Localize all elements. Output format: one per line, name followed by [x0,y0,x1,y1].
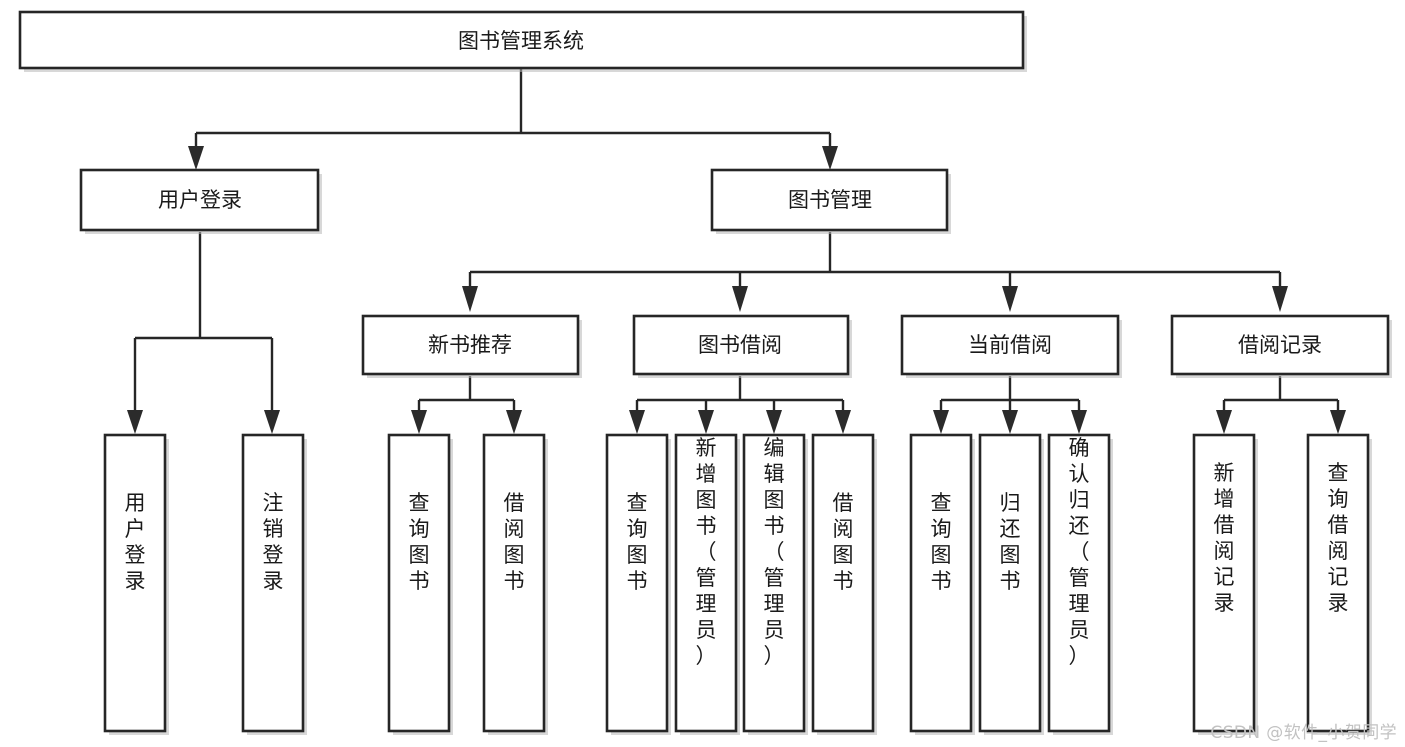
node-user-login-label: 用户登录 [158,188,242,212]
node-leaf-user-login-label: 用户登录 [125,491,146,593]
node-leaf-return-book-box [978,433,1042,733]
node-borrow-record-label: 借阅记录 [1238,333,1322,357]
node-leaf-add-record[interactable]: 新增借阅记录 [1192,433,1258,735]
arrow-head-leaf-edit-book [766,410,782,434]
node-leaf-return-book-label: 归还图书 [1000,491,1021,593]
node-user-login-box [79,168,320,232]
node-leaf-query-record-box [1306,433,1370,733]
node-leaf-borrow-book-2-box [811,433,875,733]
node-book-manage[interactable]: 图书管理 [710,168,951,234]
node-leaf-user-login[interactable]: 用户登录 [103,433,169,735]
node-book-borrow-label: 图书借阅 [698,333,782,357]
node-leaf-borrow-book-1[interactable]: 借阅图书 [482,433,548,735]
node-book-borrow-box [632,314,850,376]
arrow-head-leaf-query-book-1 [411,410,427,434]
node-new-book-rec[interactable]: 新书推荐 [361,314,582,378]
node-root-box [18,10,1025,70]
node-leaf-borrow-book-1-label: 借阅图书 [504,491,525,593]
node-leaf-add-book-label: 新增图书（管理员） [696,436,717,668]
node-user-login[interactable]: 用户登录 [79,168,322,234]
node-book-manage-label: 图书管理 [788,188,872,212]
node-book-manage-box [710,168,949,232]
node-leaf-edit-book-box [742,433,806,733]
node-leaf-query-book-3-label: 查询图书 [931,491,952,593]
node-leaf-logout-label: 注销登录 [263,491,284,593]
arrow-head-leaf-query-book-2 [629,410,645,434]
node-leaf-query-book-2-box [605,433,669,733]
node-leaf-query-book-2[interactable]: 查询图书 [605,433,671,735]
arrow-head-leaf-add-record [1216,410,1232,434]
node-leaf-query-book-1-label: 查询图书 [409,491,430,593]
arrow-head-book-borrow [732,286,748,312]
node-leaf-add-book[interactable]: 新增图书（管理员） [674,433,740,735]
node-leaf-query-book-3-box [909,433,973,733]
arrow-head-user-login [188,146,204,170]
arrow-head-current-borrow [1002,286,1018,312]
node-leaf-query-book-1-box [387,433,451,733]
connector-layer [127,68,1346,434]
node-leaf-add-record-label: 新增借阅记录 [1214,461,1235,615]
node-borrow-record-box [1170,314,1390,376]
node-leaf-logout[interactable]: 注销登录 [241,433,307,735]
node-leaf-confirm-return-box [1047,433,1111,733]
node-leaf-query-book-2-label: 查询图书 [627,491,648,593]
arrow-head-new-book-rec [462,286,478,312]
node-leaf-query-book-3[interactable]: 查询图书 [909,433,975,735]
node-leaf-user-login-box [103,433,167,733]
arrow-head-leaf-add-book [698,410,714,434]
arrow-head-leaf-query-record [1330,410,1346,434]
node-leaf-query-record[interactable]: 查询借阅记录 [1306,433,1372,735]
node-leaf-logout-box [241,433,305,733]
arrow-head-leaf-return-book [1002,410,1018,434]
arrow-head-leaf-confirm-return [1071,410,1087,434]
node-leaf-confirm-return-label: 确认归还（管理员） [1069,436,1090,668]
arrow-head-leaf-logout [264,410,280,434]
node-leaf-add-record-box [1192,433,1256,733]
node-book-borrow[interactable]: 图书借阅 [632,314,852,378]
node-new-book-rec-label: 新书推荐 [428,333,512,357]
node-leaf-borrow-book-2-label: 借阅图书 [833,491,854,593]
arrow-head-book-manage [822,146,838,170]
node-current-borrow-label: 当前借阅 [968,333,1052,357]
node-leaf-confirm-return[interactable]: 确认归还（管理员） [1047,433,1113,735]
node-leaf-return-book[interactable]: 归还图书 [978,433,1044,735]
node-root[interactable]: 图书管理系统 [18,10,1027,72]
node-leaf-borrow-book-1-box [482,433,546,733]
arrow-head-leaf-borrow-book-2 [835,410,851,434]
node-leaf-add-book-box [674,433,738,733]
node-leaf-query-book-1[interactable]: 查询图书 [387,433,453,735]
arrow-head-leaf-user-login [127,410,143,434]
node-current-borrow[interactable]: 当前借阅 [900,314,1122,378]
node-leaf-edit-book-label: 编辑图书（管理员） [764,436,785,668]
node-current-borrow-box [900,314,1120,376]
arrow-head-borrow-record [1272,286,1288,312]
node-borrow-record[interactable]: 借阅记录 [1170,314,1392,378]
node-root-label: 图书管理系统 [458,29,584,53]
node-leaf-borrow-book-2[interactable]: 借阅图书 [811,433,877,735]
node-new-book-rec-box [361,314,580,376]
node-leaf-query-record-label: 查询借阅记录 [1328,461,1349,615]
arrow-head-leaf-borrow-book-1 [506,410,522,434]
arrow-head-leaf-query-book-3 [933,410,949,434]
node-leaf-edit-book[interactable]: 编辑图书（管理员） [742,433,808,735]
